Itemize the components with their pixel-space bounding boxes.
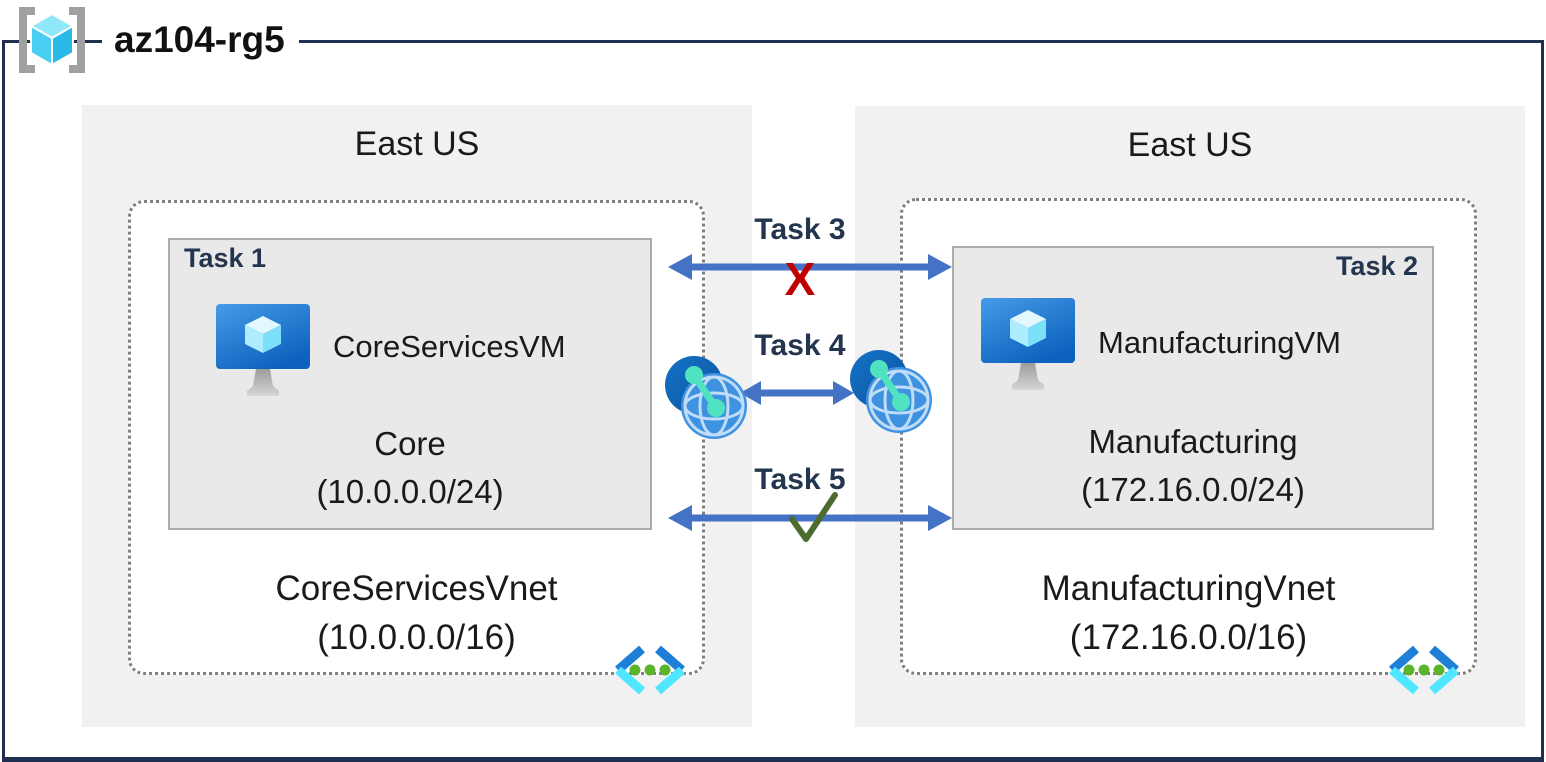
virtual-machine-icon: [981, 298, 1075, 390]
vnet-cidr-text: (10.0.0.0/16): [317, 618, 516, 657]
subnet-name-manufacturing: Manufacturing (172.16.0.0/24): [952, 418, 1434, 514]
subnet-name-text: Manufacturing: [1088, 423, 1298, 460]
vm-name-left: CoreServicesVM: [333, 329, 566, 364]
task1-label: Task 1: [184, 243, 267, 273]
subnet-cidr-text: (10.0.0.0/24): [316, 473, 504, 510]
resource-group-icon: [19, 7, 85, 73]
vnet-peering-icon: [850, 350, 932, 433]
vm-name-right: ManufacturingVM: [1098, 325, 1341, 360]
vnet-peering-icon: [665, 356, 747, 439]
subnet-name-text: Core: [374, 425, 446, 462]
vnet-label-manufacturing: ManufacturingVnet (172.16.0.0/16): [900, 564, 1477, 662]
virtual-network-icon: [615, 645, 685, 695]
task3-arrow: [668, 254, 952, 280]
vnet-cidr-text: (172.16.0.0/16): [1069, 618, 1308, 657]
region-name-right: East US: [1127, 126, 1253, 164]
task5-label: Task 5: [754, 463, 846, 496]
allowed-check-icon: [789, 492, 838, 542]
vnet-name-text: CoreServicesVnet: [275, 569, 558, 608]
subnet-cidr-text: (172.16.0.0/24): [1081, 471, 1305, 508]
task3-label: Task 3: [754, 213, 846, 246]
virtual-machine-icon: [216, 304, 310, 396]
blocked-cross-icon: X: [784, 253, 816, 305]
resource-group-header: az104-rg5: [10, 6, 299, 74]
virtual-network-icon: [1389, 645, 1459, 695]
resource-group-title: az104-rg5: [102, 6, 299, 74]
subnet-name-core: Core (10.0.0.0/24): [168, 420, 652, 516]
vnet-label-coreservices: CoreServicesVnet (10.0.0.0/16): [128, 564, 705, 662]
task5-arrow: [668, 505, 952, 531]
resource-group-border: [2, 40, 1544, 762]
task4-label: Task 4: [754, 329, 846, 362]
region-name-left: East US: [354, 125, 480, 163]
vnet-name-text: ManufacturingVnet: [1041, 569, 1336, 608]
subnet-box-core: Task 1: [168, 238, 652, 530]
task4-arrow: [740, 381, 854, 405]
task2-label: Task 2: [1335, 251, 1418, 281]
